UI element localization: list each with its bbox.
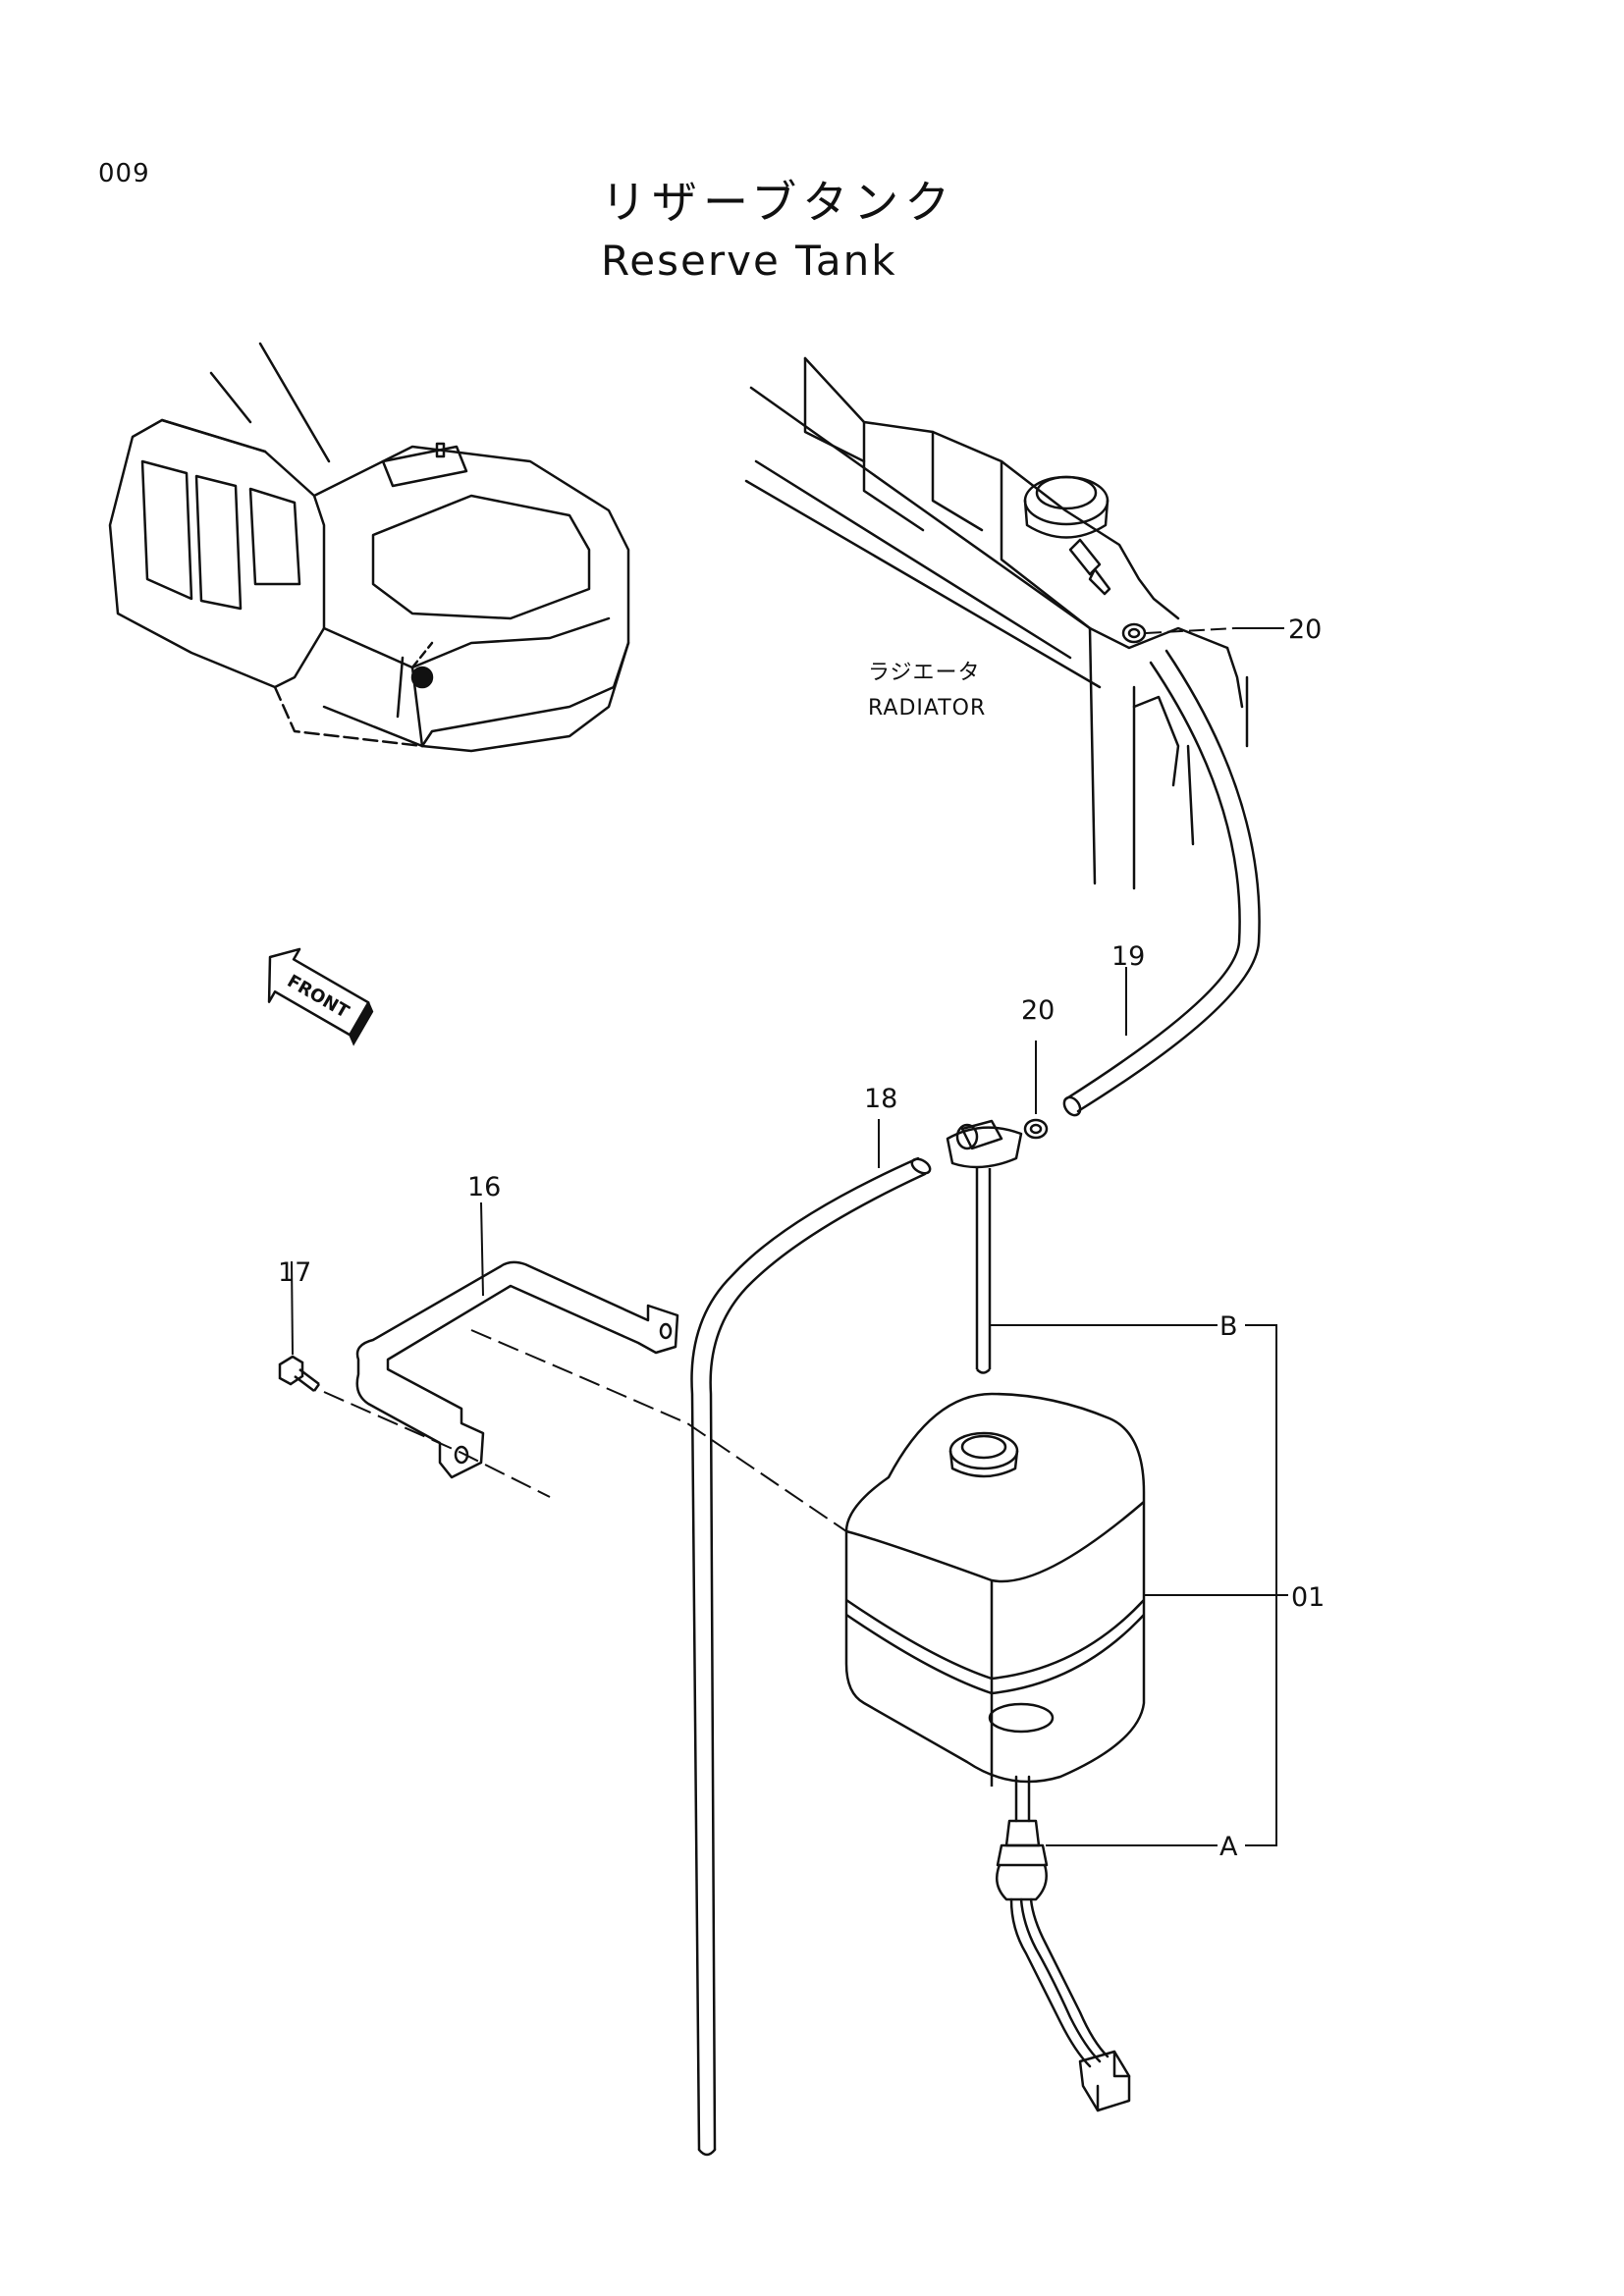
callout-01: 01: [1291, 1582, 1325, 1613]
radiator-label-english: RADIATOR: [868, 696, 986, 721]
callout-18: 18: [864, 1084, 897, 1114]
front-direction-arrow: FRONT: [267, 947, 374, 1046]
callout-16: 16: [467, 1172, 501, 1202]
level-switch-a: [995, 1775, 1131, 2112]
bolt-17: [278, 1355, 321, 1392]
drain-hose-18: [690, 1156, 932, 2157]
title-japanese: リザーブタンク: [601, 176, 955, 229]
tank-cap-assembly-b: [946, 1119, 1023, 1374]
page-number: 009: [98, 159, 150, 188]
hose-clamp-20: [1023, 1118, 1049, 1140]
leader-lines: [291, 627, 1288, 1846]
radiator-label-japanese: ラジエータ: [868, 661, 981, 685]
excavator-overview-illustration: [108, 342, 630, 753]
callout-b: B: [1219, 1311, 1238, 1342]
callout-20-middle: 20: [1021, 995, 1055, 1026]
callout-20-top: 20: [1288, 614, 1322, 645]
callout-17: 17: [278, 1257, 311, 1288]
reserve-tank-01: [844, 1392, 1146, 1787]
title-english: Reserve Tank: [601, 237, 897, 285]
callout-19: 19: [1111, 941, 1145, 972]
callout-a: A: [1219, 1832, 1238, 1862]
tank-bracket-16: [355, 1260, 679, 1479]
radiator-illustration: [744, 356, 1249, 890]
overflow-hose-19: [1062, 649, 1261, 1117]
